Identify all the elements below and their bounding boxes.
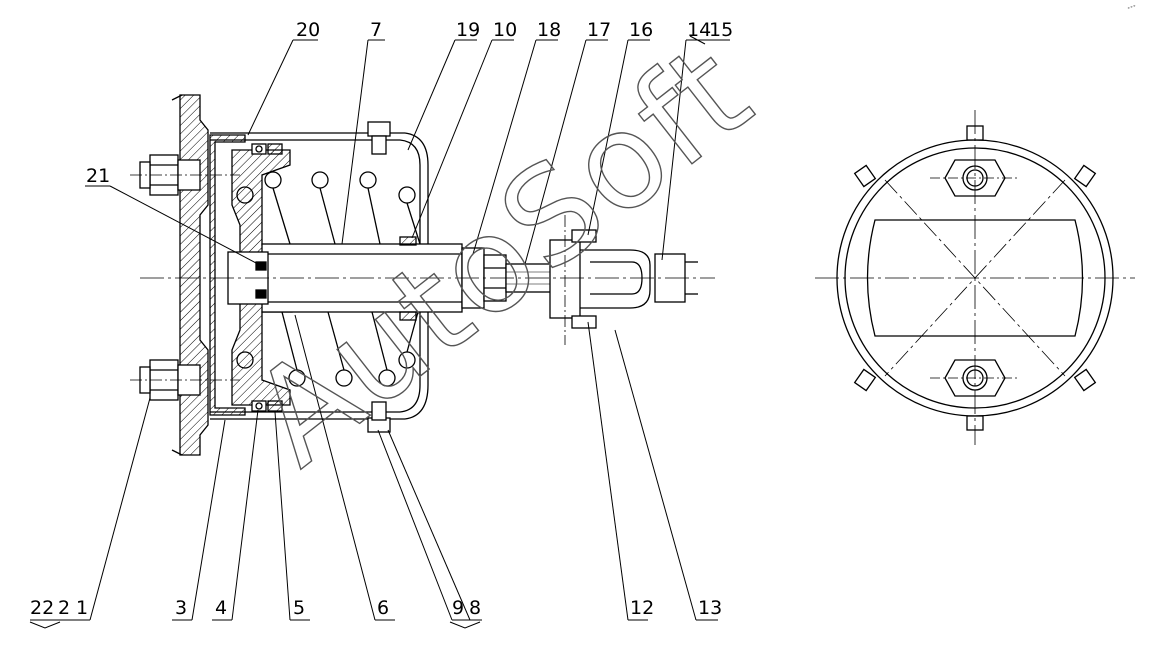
callout-1: 1 <box>76 597 88 619</box>
callout-12: 12 <box>630 597 654 619</box>
return-spring <box>236 171 421 387</box>
callout-20: 20 <box>296 19 320 41</box>
mounting-bracket <box>179 94 209 456</box>
callout-5: 5 <box>293 597 305 619</box>
corner-mark: ˚˚˚ <box>1127 5 1138 15</box>
callout-14: 14 <box>687 19 711 41</box>
callout-4: 4 <box>215 597 227 619</box>
upper-mounting-bolt <box>130 154 240 196</box>
callout-17: 17 <box>587 19 611 41</box>
front-cover <box>209 134 246 416</box>
callout-labels: 20 7 19 10 18 17 16 14 15 21 22 2 1 3 4 … <box>30 19 733 619</box>
lower-mounting-bolt <box>130 359 240 401</box>
callout-2: 2 <box>58 597 70 619</box>
callout-15: 15 <box>709 19 733 41</box>
leader-lines <box>29 35 730 629</box>
callout-3: 3 <box>175 597 187 619</box>
callout-8: 8 <box>469 597 481 619</box>
callout-9: 9 <box>452 597 464 619</box>
callout-19: 19 <box>456 19 480 41</box>
end-view-window <box>866 219 1084 337</box>
callout-18: 18 <box>537 19 561 41</box>
callout-22: 22 <box>30 597 54 619</box>
callout-13: 13 <box>698 597 722 619</box>
callout-7: 7 <box>370 19 382 41</box>
callout-6: 6 <box>377 597 389 619</box>
side-section-view <box>130 94 715 456</box>
callout-21: 21 <box>86 165 110 187</box>
callout-16: 16 <box>629 19 653 41</box>
callout-10: 10 <box>493 19 517 41</box>
end-view <box>815 110 1135 445</box>
